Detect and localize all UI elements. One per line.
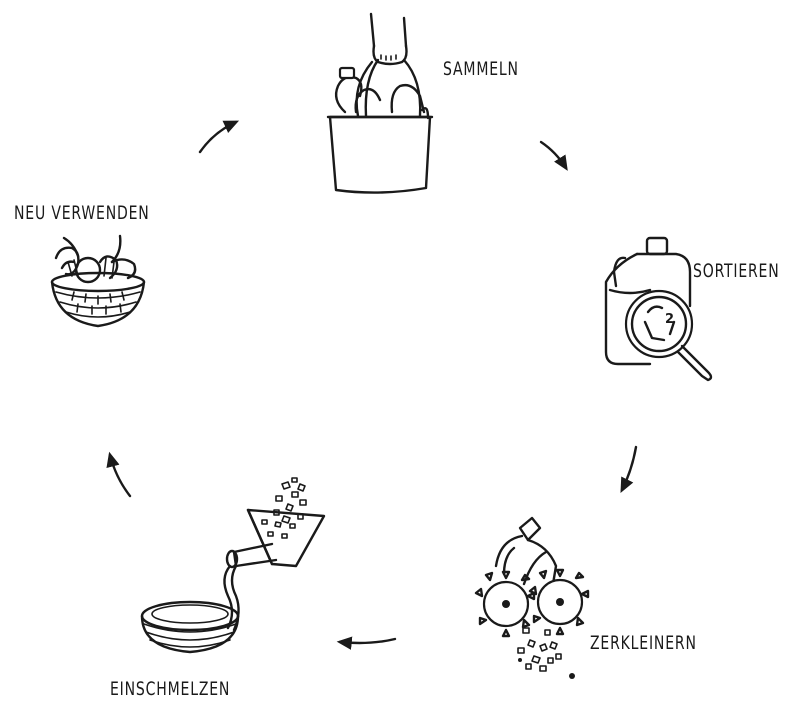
step-label-melt: EINSCHMELZEN (110, 678, 231, 700)
shredder-icon (474, 516, 590, 679)
step-label-reuse: NEU VERWENDEN (14, 202, 150, 224)
woven-basket-icon (50, 234, 146, 328)
arrow-reuse-to-collect (198, 120, 240, 154)
step-label-sort: SORTIEREN (693, 260, 780, 282)
step-label-shred: ZERKLEINERN (590, 632, 697, 654)
melting-funnel-icon (140, 477, 326, 654)
bottle-magnifier-icon: 2 (604, 236, 713, 382)
arrow-melt-to-reuse (106, 451, 132, 498)
arrow-shred-to-melt (336, 636, 397, 650)
bag-with-bottles-icon (326, 12, 434, 194)
arrow-collect-to-sort (539, 140, 568, 171)
step-label-collect: SAMMELN (443, 58, 519, 80)
svg-text:2: 2 (665, 312, 674, 327)
arrow-sort-to-shred (620, 445, 638, 494)
